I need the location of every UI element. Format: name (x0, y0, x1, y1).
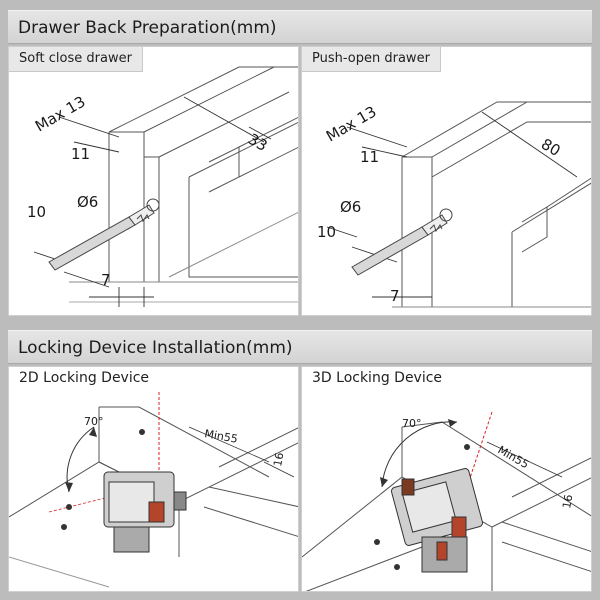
lock3d-angle-label: 70° (402, 417, 422, 430)
locking-device-2d (103, 471, 187, 553)
lock2d-16-label: 16 (271, 451, 286, 467)
push-diameter6-label: Ø6 (340, 198, 361, 216)
lock-3d-diagram: 70° Min55 16 (302, 411, 591, 591)
max13-dim-line (58, 116, 120, 138)
angle-arc (66, 426, 95, 493)
lock-2d-diagram: 70° Min55 16 (9, 392, 298, 588)
drill-bit (48, 198, 160, 271)
soft-7-label: 7 (101, 271, 111, 289)
lock-2d-panel: 70° Min55 16 2D Locking Device (8, 366, 299, 592)
lock3d-16-label: 16 (560, 493, 575, 509)
angle-arc-3d (381, 421, 458, 488)
soft-max13-label: Max 13 (32, 92, 89, 135)
soft-diameter6-label: Ø6 (77, 193, 98, 211)
push-max13-dim-line (346, 126, 408, 148)
push-max13-label: Max 13 (323, 102, 380, 145)
screw-icon (61, 524, 67, 530)
locking-device-installation-header: Locking Device Installation(mm) (8, 330, 592, 364)
push-open-diagram: Max 13 11 80 Ø6 10 7 (317, 101, 591, 308)
screw-icon (139, 429, 145, 435)
soft-close-diagram: Max 13 11 33 Ø6 10 7 (27, 66, 298, 307)
laser-guide-line-3d (461, 411, 493, 503)
lock2d-angle-label: 70° (84, 415, 104, 428)
lock2d-min55-label: Min55 (203, 427, 238, 446)
drawer-back-preparation-header: Drawer Back Preparation(mm) (8, 10, 592, 44)
lock-3d-title: 3D Locking Device (312, 370, 443, 386)
locking-device-3d (390, 468, 484, 573)
screw-icon (394, 564, 400, 570)
soft-close-title: Soft close drawer (9, 47, 143, 72)
soft-10-label: 10 (27, 203, 46, 221)
soft-11-label: 11 (71, 145, 90, 163)
lock-2d-title: 2D Locking Device (19, 370, 150, 386)
lock-3d-panel: 70° Min55 16 3D Locking Device (301, 366, 592, 592)
screw-icon (464, 444, 470, 450)
push-80-label: 80 (538, 135, 564, 160)
screw-icon (66, 504, 72, 510)
screw-icon (374, 539, 380, 545)
push-10-label: 10 (317, 223, 336, 241)
push-open-panel: Max 13 11 80 Ø6 10 7 Push-open drawer (301, 46, 592, 316)
push-drill-bit (351, 208, 453, 276)
push-open-title: Push-open drawer (302, 47, 441, 72)
push-7-label: 7 (390, 287, 400, 305)
push-11-label: 11 (360, 148, 379, 166)
soft-close-panel: Max 13 11 33 Ø6 10 7 Soft close drawer (8, 46, 299, 316)
